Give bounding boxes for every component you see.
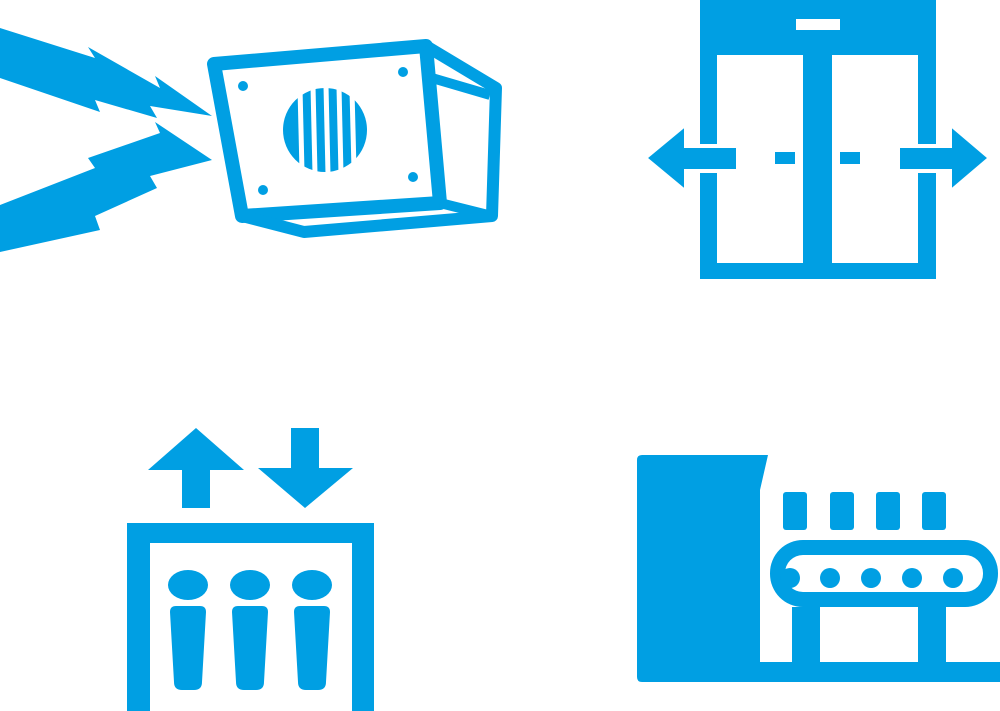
arrow-left-icon — [641, 119, 740, 197]
lightning-bolt-icon — [0, 122, 212, 252]
lightning-bolt-icon — [0, 28, 212, 118]
arrow-right-icon — [896, 119, 994, 197]
automatic-sliding-door-icon — [641, 0, 994, 279]
elevator-icon — [127, 428, 374, 711]
conveyor-machine-icon — [637, 455, 1000, 682]
arrow-down-icon — [258, 428, 353, 508]
arrow-up-icon — [148, 428, 244, 508]
air-curtain-fan-icon — [0, 28, 502, 252]
